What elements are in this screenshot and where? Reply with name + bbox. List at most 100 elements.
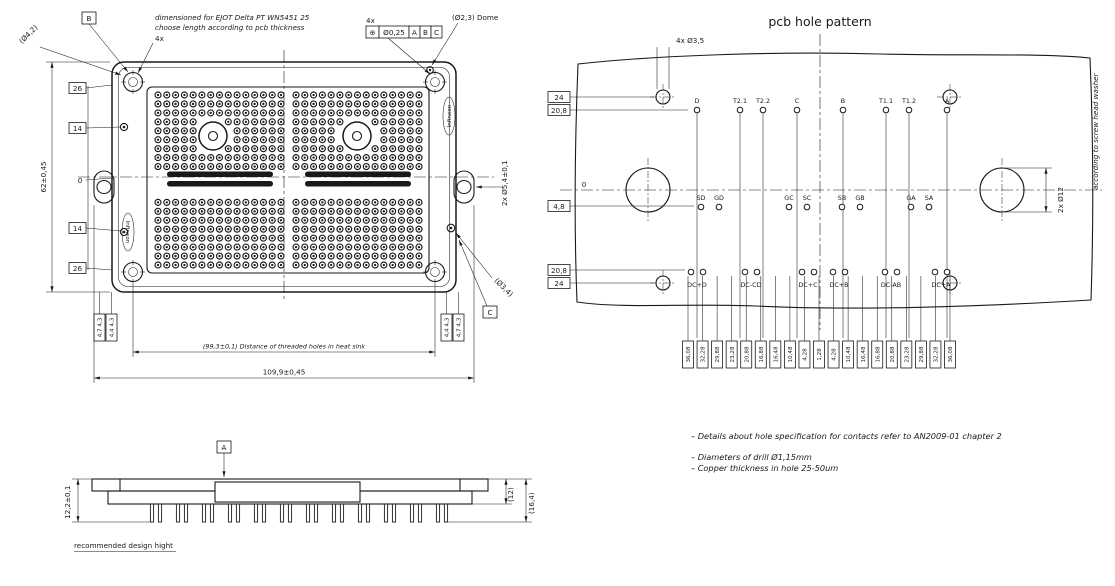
pcb-gate-source-label: GB [855, 194, 864, 202]
contact-plate-outline [146, 86, 430, 274]
dim-side-holes: 2x Ø5,4±0,1 [500, 160, 509, 206]
pcb-gate-source-label: SA [925, 194, 934, 202]
dim-screw-dia: 2x Ø12 [1056, 187, 1065, 213]
pcb-ordinate-dim: 10,48 [846, 346, 852, 362]
side-tab-left [93, 170, 115, 204]
dim-left-26-top: 26 [73, 84, 83, 93]
pcb-ordinate-dim: 4,28 [832, 348, 838, 361]
pcb-dc-terminal-label: DC+C [798, 281, 818, 289]
dim-total-height: (16,4) [527, 492, 536, 514]
pcb-dc-terminal-label: DC+D [687, 281, 707, 289]
pcb-gate-source-label: SD [697, 194, 706, 202]
dim-pin-offset: 4,7 4,3 [98, 317, 104, 337]
pcb-ordinate-dim: 23,28 [904, 346, 910, 362]
pcb-dim-zero: 0 [582, 180, 587, 189]
pcb-ordinate-dim: 36,08 [686, 346, 692, 362]
module-top-view: Infineon Infineon [78, 50, 494, 302]
datum-c-label: C [487, 308, 492, 317]
infineon-logo-text: Infineon [124, 221, 130, 244]
pcb-dim-20-8-top: 20,8 [551, 106, 567, 115]
infineon-logo-right: Infineon [442, 96, 456, 136]
pcb-terminal-label: B [841, 97, 845, 105]
dim-pin-offset: 4,4 4,3 [110, 317, 116, 337]
corner-hole-top-left [650, 84, 676, 110]
mounting-boss-bottom-left [121, 260, 145, 284]
pcb-terminal-label: D [695, 97, 700, 105]
mounting-boss-top-left [121, 70, 145, 94]
pcb-gate-source-label: SB [838, 194, 846, 202]
corner-hole-bottom-left [650, 270, 676, 296]
pcb-sketch-outline [574, 52, 1094, 309]
pcb-dim-4-8: 4,8 [553, 202, 565, 211]
fcf-position-symbol: ⊕ [369, 28, 375, 37]
pcb-dc-terminal-label: DC-CD [740, 281, 761, 289]
pcb-terminal-label: T2.2 [755, 97, 770, 105]
pcb-ordinate-dim: 29,88 [715, 346, 721, 362]
dim-module-height: 62±0,45 [39, 161, 48, 192]
pcb-ordinate-dim: 16,88 [759, 346, 765, 362]
fcf-datum-b: B [423, 28, 428, 37]
screw-clearance-right [979, 158, 1025, 222]
note-copper-thickness: – Copper thickness in hole 25-50um [691, 463, 838, 473]
fcf-tolerance: Ø0,25 [383, 28, 405, 37]
dim-dia-4-2: (Ø4,2) [17, 23, 40, 46]
note-screw-washer: according to screw head washer [1091, 72, 1100, 190]
pcb-terminal-label: T1.2 [901, 97, 916, 105]
note-drill-diameter: – Diameters of drill Ø1,15mm [691, 452, 812, 462]
pcb-ordinate-dim: 32,28 [934, 346, 940, 362]
module-dimensions: 26 14 0 14 26 62±0,45 (Ø4,2) B dimension… [17, 11, 516, 383]
side-view-pins [149, 503, 449, 523]
pcb-ordinate-dim: 23,28 [730, 346, 736, 362]
infineon-logo-text: Infineon [447, 104, 453, 127]
note-design-height: recommended design hight [74, 541, 173, 550]
pcb-ordinate-dim: 20,88 [890, 346, 896, 362]
fcf-datum-a: A [412, 28, 417, 37]
pcb-ordinate-dim: 4,28 [803, 348, 809, 361]
pcb-gate-source-label: GA [906, 194, 916, 202]
pcb-dim-24-top: 24 [554, 93, 564, 102]
fcf-qty: 4x [366, 16, 376, 25]
large-opening-right [342, 121, 372, 151]
note-ejot-line2: choose length according to pcb thickness [155, 23, 305, 32]
pcb-ordinate-dim: 32,28 [701, 346, 707, 362]
dim-heatsink-distance: (99,3±0,1) Distance of threaded holes in… [203, 343, 366, 351]
side-center-housing [214, 481, 361, 503]
pcb-terminal-label: T1.1 [878, 97, 893, 105]
pcb-gate-source-label: SC [803, 194, 812, 202]
corner-hole-top-right [937, 84, 963, 110]
note-ejot-qty: 4x [155, 34, 165, 43]
dim-left-14-bottom: 14 [73, 224, 83, 233]
pcb-gate-source-label: GC [784, 194, 794, 202]
dim-left-zero: 0 [78, 176, 83, 185]
pcb-terminal-label: T2.1 [732, 97, 747, 105]
large-opening-left [198, 121, 228, 151]
dim-left-14-top: 14 [73, 124, 83, 133]
pcb-dc-terminal-label: DC+A [931, 281, 951, 289]
pcb-dc-terminal-label: DC-AB [881, 281, 901, 289]
pcb-terminal-label: A [945, 97, 950, 105]
fcf-datum-c: C [434, 28, 439, 37]
mounting-boss-bottom-right [423, 260, 447, 284]
datum-a-label: A [222, 443, 227, 452]
pcb-ordinate-dim: 1,28 [817, 348, 823, 361]
note-ejot-line1: dimensioned for EJOT Delta PT WN5451 25 [155, 13, 310, 22]
note-hole-spec: – Details about hole specification for c… [691, 431, 1002, 441]
dim-dia-3-4: (Ø3,4) [493, 276, 516, 299]
pcb-terminal-label: C [795, 97, 800, 105]
pcb-dc-terminal-label: DC+B [829, 281, 848, 289]
press-fit-slots [167, 171, 411, 187]
screw-clearance-left [625, 158, 671, 222]
dim-pin-offset: 4,4 4,3 [445, 317, 451, 337]
pcb-ordinate-dim: 16,88 [875, 346, 881, 362]
side-tab-right [453, 170, 475, 204]
datum-b-label: B [87, 14, 92, 23]
dim-body-height: (12) [506, 487, 515, 502]
mounting-boss-top-right [423, 70, 447, 94]
pcb-dim-24-bottom: 24 [554, 279, 564, 288]
dome-note: (Ø2,3) Dome [452, 13, 499, 22]
infineon-logo-left: Infineon [121, 212, 135, 252]
dim-overall-width: 109,9±0,45 [263, 368, 306, 377]
pcb-ordinate-dim: 16,48 [861, 346, 867, 362]
